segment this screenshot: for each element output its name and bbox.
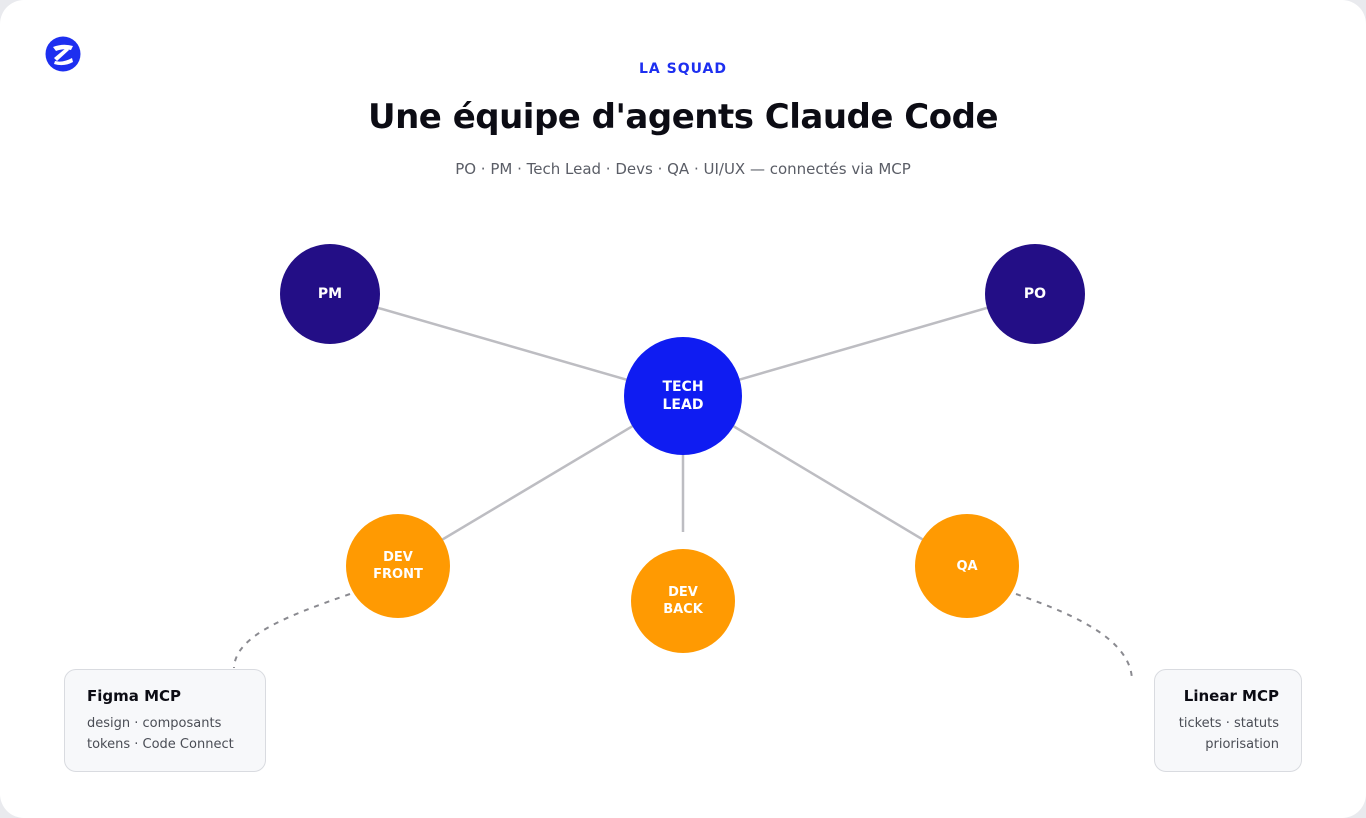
node-po-label: PO	[1023, 286, 1047, 302]
figma-mcp-card: Figma MCP design · composants tokens · C…	[64, 669, 266, 772]
figma-mcp-title: Figma MCP	[87, 687, 182, 705]
linear-mcp-title: Linear MCP	[1183, 687, 1279, 705]
node-pm-label: PM	[317, 286, 343, 302]
brand-logo-icon	[45, 36, 81, 72]
node-tech-lead-label: TECH LEAD	[662, 379, 704, 413]
dashed-link-figma	[233, 593, 351, 669]
node-pm: PM	[280, 244, 380, 344]
figma-mcp-line-2: tokens · Code Connect	[87, 737, 234, 752]
linear-mcp-card: Linear MCP tickets · statuts priorisatio…	[1154, 669, 1302, 772]
section-eyebrow: LA SQUAD	[638, 61, 727, 77]
node-dev-back-label: DEV BACK	[663, 585, 703, 617]
edge-pm-techlead	[329, 292, 684, 398]
node-qa-label: QA	[956, 558, 978, 574]
node-dev-front: DEV FRONT	[346, 514, 450, 618]
node-qa: QA	[915, 514, 1019, 618]
node-dev-front-label: DEV FRONT	[373, 550, 423, 582]
edge-po-techlead	[682, 292, 1036, 398]
linear-mcp-line-2: priorisation	[1205, 737, 1279, 752]
linear-mcp-line-1: tickets · statuts	[1178, 716, 1279, 731]
figma-mcp-line-1: design · composants	[87, 716, 222, 731]
dashed-link-linear	[1015, 593, 1133, 681]
page-title: Une équipe d'agents Claude Code	[367, 97, 999, 137]
node-dev-back: DEV BACK	[631, 549, 735, 653]
node-tech-lead: TECH LEAD	[624, 337, 742, 455]
node-po: PO	[985, 244, 1085, 344]
page-subtitle: PO · PM · Tech Lead · Devs · QA · UI/UX …	[455, 160, 911, 178]
